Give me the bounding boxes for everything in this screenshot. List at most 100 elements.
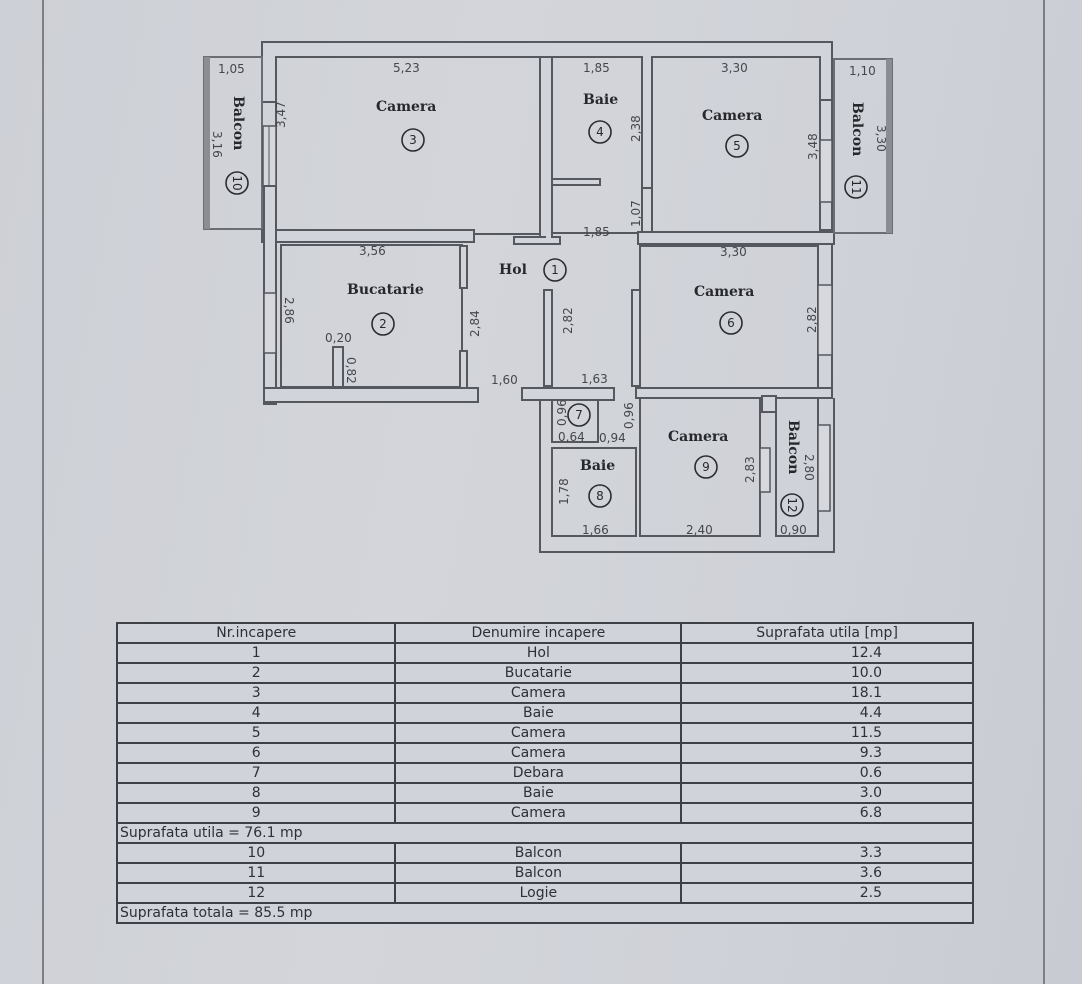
dim-camera9-height: 2,83	[743, 456, 757, 483]
kitchen-niche	[332, 346, 344, 388]
cell-area: 11.5	[680, 722, 974, 744]
dim-hall-passage-height: 0,96	[622, 402, 636, 429]
room-number-3: 3	[401, 128, 425, 152]
cell-nr: 5	[115, 722, 397, 744]
dim-debara-width: 0,64	[558, 430, 585, 444]
cell-area: 4.4	[680, 702, 974, 724]
total-area: Suprafata totala = 85.5 mp	[116, 902, 974, 924]
dim-camera3-height: 3,47	[274, 101, 288, 128]
header-name: Denumire incapere	[394, 622, 683, 644]
wall-stub-9	[761, 395, 777, 413]
cell-name: Camera	[394, 742, 683, 764]
room-number-2: 2	[371, 312, 395, 336]
cell-area: 2.5	[680, 882, 974, 904]
cell-name: Debara	[394, 762, 683, 784]
wall-bottom-kitchen	[263, 387, 479, 403]
wall-hall-lower	[521, 387, 615, 401]
cell-name: Camera	[394, 682, 683, 704]
dim-bucatarie-height-left: 2,86	[282, 297, 296, 324]
window-balcon-12	[817, 424, 831, 512]
window-room-6	[817, 284, 833, 356]
dim-balcon12-width: 0,90	[780, 523, 807, 537]
total-row: Suprafata totala = 85.5 mp	[116, 902, 974, 924]
svg-text:10: 10	[230, 175, 244, 190]
cell-nr: 10	[115, 842, 397, 864]
balcon-10-railing	[204, 57, 210, 229]
room-label-5: Camera	[702, 108, 762, 124]
cell-area: 10.0	[680, 662, 974, 684]
kitchen-right-wall-upper	[459, 245, 468, 289]
cell-nr: 8	[115, 782, 397, 804]
cell-name: Baie	[394, 782, 683, 804]
cell-area: 18.1	[680, 682, 974, 704]
svg-text:7: 7	[575, 408, 583, 422]
cell-name: Balcon	[394, 862, 683, 884]
cell-area: 3.3	[680, 842, 974, 864]
cell-nr: 4	[115, 702, 397, 724]
room-label-12: Balcon	[785, 420, 801, 474]
room-4-outline	[551, 56, 643, 234]
dim-camera5-height: 3,48	[806, 133, 820, 160]
cell-name: Bucatarie	[394, 662, 683, 684]
cell-nr: 3	[115, 682, 397, 704]
room-9-outline	[639, 397, 761, 537]
header-nr: Nr.incapere	[115, 622, 397, 644]
svg-text:1: 1	[551, 263, 559, 277]
dim-niche-height: 0,82	[344, 357, 358, 384]
svg-text:9: 9	[702, 460, 710, 474]
window-room-9	[759, 447, 771, 493]
cell-name: Camera	[394, 722, 683, 744]
page-margin-left	[42, 0, 44, 984]
outer-wall-bottom	[539, 398, 835, 553]
baie-4-partition	[551, 178, 601, 186]
cell-nr: 11	[115, 862, 397, 884]
cell-nr: 9	[115, 802, 397, 824]
room-label-4: Baie	[583, 92, 618, 108]
cell-name: Balcon	[394, 842, 683, 864]
wall-5-6	[637, 231, 835, 245]
cell-name: Logie	[394, 882, 683, 904]
dim-debara-height: 0,96	[555, 399, 569, 426]
cell-nr: 2	[115, 662, 397, 684]
table-header-row: Nr.incapere Denumire incapere Suprafata …	[115, 622, 974, 644]
room-number-6: 6	[719, 311, 743, 335]
room-8-outline	[551, 447, 637, 537]
room-7-outline	[551, 399, 599, 443]
dim-camera3-width: 5,23	[393, 61, 420, 75]
dim-hall-lower-left: 1,60	[491, 373, 518, 387]
cell-area: 9.3	[680, 742, 974, 764]
cell-name: Baie	[394, 702, 683, 724]
kitchen-right-wall-lower	[459, 350, 468, 389]
dim-balcon12-height: 2,80	[802, 454, 816, 481]
cell-name: Camera	[394, 802, 683, 824]
cell-area: 12.4	[680, 642, 974, 664]
room-area-table: Nr.incapere Denumire incapere Suprafata …	[115, 622, 974, 924]
svg-text:11: 11	[849, 179, 863, 194]
svg-text:2: 2	[379, 317, 387, 331]
cell-area: 3.6	[680, 862, 974, 884]
svg-text:12: 12	[785, 497, 799, 512]
cell-name: Hol	[394, 642, 683, 664]
room-label-11: Balcon	[849, 102, 865, 156]
cell-nr: 7	[115, 762, 397, 784]
room-label-6: Camera	[694, 284, 754, 300]
window-kitchen	[263, 292, 277, 354]
room-3-outline	[275, 56, 541, 235]
cell-nr: 1	[115, 642, 397, 664]
cell-area: 6.8	[680, 802, 974, 824]
dim-hall-height: 2,82	[561, 307, 575, 334]
room-2-outline	[280, 244, 463, 388]
room-number-8: 8	[588, 484, 612, 508]
dim-niche-width: 0,20	[325, 331, 352, 345]
room-label-10: Balcon	[230, 96, 246, 150]
room-number-12: 12	[780, 493, 804, 517]
subtotal-row: Suprafata utila = 76.1 mp	[116, 822, 974, 844]
